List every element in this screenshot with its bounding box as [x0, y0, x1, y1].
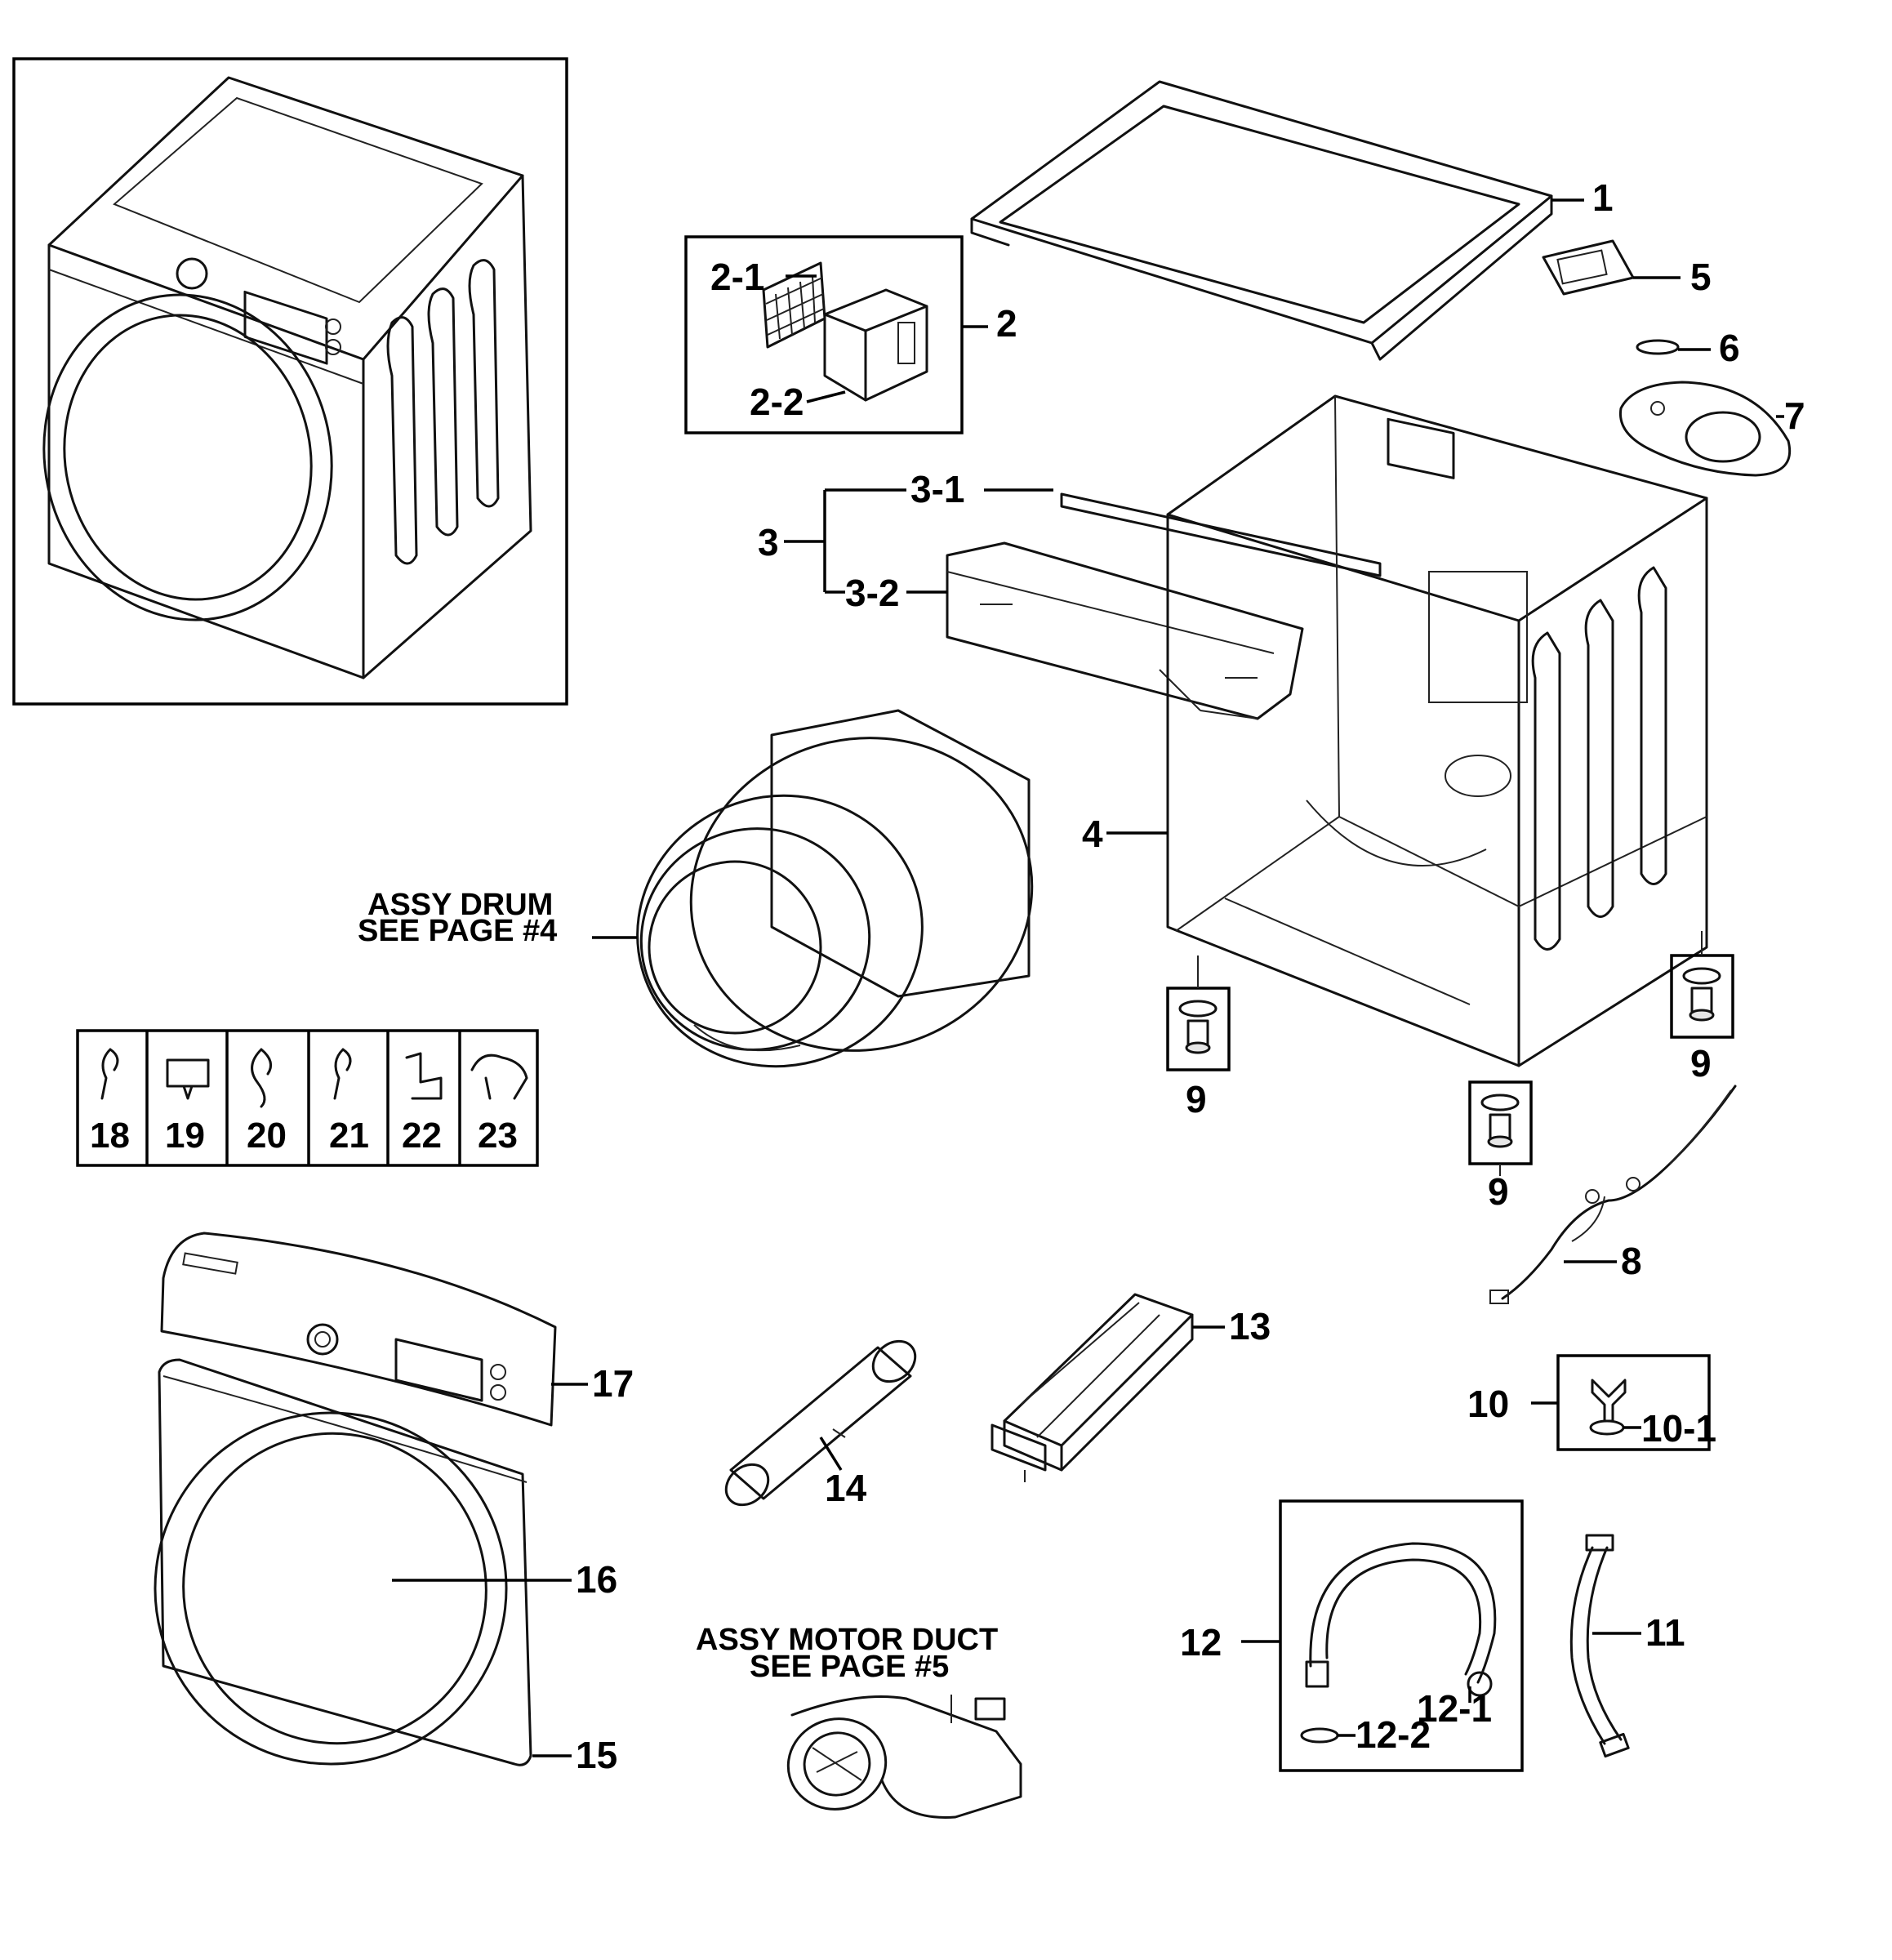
callout-1: 1 — [1592, 176, 1614, 219]
callout-13: 13 — [1229, 1305, 1271, 1348]
callout-17: 17 — [592, 1362, 634, 1405]
part-12-inlet-hose-group: 12 12-1 12-2 — [1180, 1499, 1524, 1772]
callout-2: 2 — [996, 302, 1017, 345]
callout-7: 7 — [1784, 394, 1805, 437]
callout-20: 20 — [247, 1116, 287, 1156]
callout-21: 21 — [329, 1116, 369, 1156]
part-13-heater: 13 — [991, 1293, 1271, 1482]
part-17-control-panel: 17 — [160, 1232, 634, 1427]
callout-3-2: 3-2 — [845, 572, 899, 614]
part-6-gasket: 6 — [1636, 327, 1740, 369]
callout-12-2: 12-2 — [1356, 1713, 1431, 1756]
part-4-cabinet: 4 — [1082, 394, 1708, 1067]
callout-10: 10 — [1467, 1383, 1509, 1425]
parts-18-23-clip-table: 18 19 20 21 22 23 — [76, 1029, 539, 1167]
part-10-valve-group: 10 10-1 — [1467, 1354, 1716, 1451]
note-drum-line1: ASSY DRUM — [367, 888, 553, 922]
part-3-frame: 3-1 3 3-2 — [758, 468, 1382, 720]
part-9-foot-a: 9 — [1166, 956, 1231, 1120]
callout-12-1: 12-1 — [1417, 1687, 1492, 1730]
callout-9-a: 9 — [1186, 1078, 1207, 1120]
part-9-foot-b: 9 — [1468, 1080, 1533, 1213]
callout-9-b: 9 — [1488, 1170, 1509, 1213]
callout-11: 11 — [1645, 1611, 1685, 1654]
callout-3-1: 3-1 — [910, 468, 964, 510]
callout-6: 6 — [1719, 327, 1740, 369]
part-15-front-panel: 15 — [158, 1358, 617, 1776]
callout-16: 16 — [576, 1558, 617, 1601]
part-14-duct: 14 — [724, 1339, 917, 1509]
callout-10-1: 10-1 — [1641, 1407, 1716, 1450]
note-drum-line2: SEE PAGE #4 — [358, 914, 557, 948]
assy-motor-duct: ASSY MOTOR DUCT SEE PAGE #5 — [696, 1623, 1022, 1819]
callout-2-2: 2-2 — [750, 381, 804, 423]
callout-2-1: 2-1 — [710, 256, 764, 298]
callout-15: 15 — [576, 1734, 617, 1776]
note-motor-line2: SEE PAGE #5 — [750, 1650, 949, 1684]
part-8-wire-harness: 8 — [1489, 1085, 1737, 1304]
part-5-control-bracket: 5 — [1542, 239, 1712, 298]
note-motor-line1: ASSY MOTOR DUCT — [696, 1623, 998, 1657]
part-2-group: 2-1 2-2 2 — [684, 235, 1017, 434]
callout-12: 12 — [1180, 1621, 1222, 1664]
callout-5: 5 — [1690, 256, 1712, 298]
callout-3: 3 — [758, 521, 779, 564]
part-top-cover: 1 — [970, 80, 1614, 361]
assy-drum: ASSY DRUM SEE PAGE #4 — [358, 709, 1034, 1068]
callout-23: 23 — [478, 1116, 518, 1156]
callout-19: 19 — [165, 1116, 205, 1156]
callout-4: 4 — [1082, 813, 1103, 855]
callout-22: 22 — [402, 1116, 442, 1156]
part-7-vent-plate: 7 — [1618, 381, 1805, 477]
part-16-door: 16 — [154, 1411, 617, 1766]
assembled-dryer-reference — [12, 57, 568, 706]
callout-9-c: 9 — [1690, 1042, 1712, 1085]
callout-18: 18 — [90, 1116, 130, 1156]
callout-14: 14 — [825, 1467, 867, 1509]
part-9-foot-c: 9 — [1670, 931, 1734, 1085]
part-11-hose: 11 — [1569, 1534, 1685, 1758]
callout-8: 8 — [1621, 1240, 1642, 1282]
